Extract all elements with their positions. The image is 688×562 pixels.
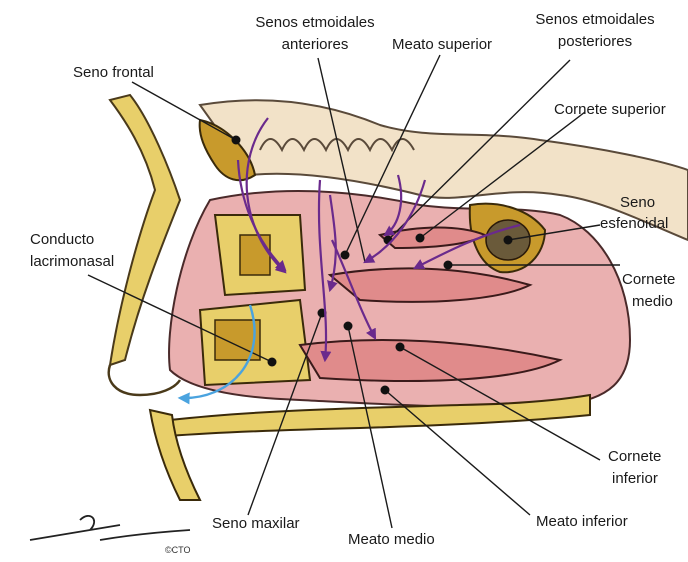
label-cornete-superior: Cornete superior [554, 100, 666, 119]
label-seno-esfenoidal-line1: Seno [620, 193, 655, 212]
label-conducto-lacrimonasal-line2: lacrimonasal [30, 252, 114, 271]
copyright-text: ©CTO [165, 545, 190, 555]
label-seno-maxilar: Seno maxilar [212, 514, 300, 533]
label-cornete-inferior-line1: Cornete [608, 447, 661, 466]
label-senos-etmoidales-posteriores-line2: posteriores [520, 32, 670, 51]
label-conducto-lacrimonasal-line1: Conducto [30, 230, 94, 249]
nasal-bone [110, 95, 180, 365]
label-senos-etmoidales-anteriores-line1: Senos etmoidales [240, 13, 390, 32]
label-cornete-inferior-line2: inferior [612, 469, 658, 488]
label-cornete-medio-line1: Cornete [622, 270, 675, 289]
label-senos-etmoidales-anteriores-line2: anteriores [240, 35, 390, 54]
label-meato-inferior: Meato inferior [536, 512, 628, 531]
signature-mark [30, 516, 190, 540]
label-meato-superior: Meato superior [392, 35, 492, 54]
label-cornete-medio-line2: medio [632, 292, 673, 311]
ethmoid-cell [240, 235, 270, 275]
label-senos-etmoidales-posteriores-line1: Senos etmoidales [520, 10, 670, 29]
label-meato-medio: Meato medio [348, 530, 435, 549]
label-seno-frontal: Seno frontal [73, 63, 154, 82]
label-seno-esfenoidal-line2: esfenoidal [600, 214, 668, 233]
